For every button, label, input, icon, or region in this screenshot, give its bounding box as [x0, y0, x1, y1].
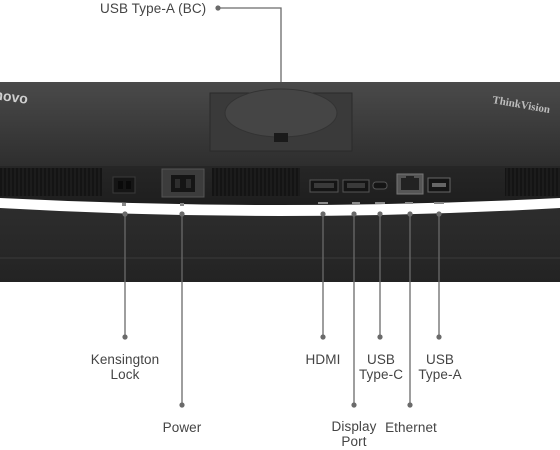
callout-line-usb-type-a-bc	[218, 7, 282, 82]
brand-left-text: novo	[0, 86, 29, 107]
callout-dot-hdmi-top	[320, 211, 326, 217]
callout-dot-hdmi-bottom	[320, 334, 326, 340]
label-kensington-lock: Kensington Lock	[90, 352, 160, 382]
label-usb-type-a-bc: USB Type-A (BC)	[100, 1, 207, 16]
label-ethernet: Ethernet	[385, 420, 437, 435]
callout-dots	[122, 5, 442, 408]
ports	[112, 168, 451, 206]
port-marking-icons	[122, 202, 444, 206]
callout-dot-usb-type-a-bottom	[436, 334, 442, 340]
callout-dot-ethernet-top	[407, 211, 413, 217]
callout-dot-usb-type-a-bc	[215, 5, 221, 11]
label-display-port: Display Port	[331, 419, 377, 449]
callout-dot-displayport-bottom	[351, 402, 357, 408]
label-hdmi: HDMI	[305, 352, 341, 367]
hdmi-port	[309, 179, 339, 193]
callout-dot-usb-type-c-bottom	[377, 334, 383, 340]
vent-right	[505, 168, 560, 196]
ethernet-port	[396, 173, 424, 195]
callout-dot-ethernet-bottom	[407, 402, 413, 408]
usb-type-c-port	[372, 181, 388, 190]
callout-dot-kensington-bottom	[122, 334, 128, 340]
usb-type-a-port	[427, 177, 451, 193]
vent-left	[0, 168, 102, 196]
label-power: Power	[162, 420, 202, 435]
callout-dot-displayport-top	[351, 211, 357, 217]
callout-dot-power-bottom	[179, 402, 185, 408]
monitor-bottom-bar	[0, 208, 560, 282]
callout-dot-kensington-top	[122, 211, 128, 217]
kensington-lock-port	[112, 176, 136, 194]
stand-mount-circle	[224, 88, 338, 138]
vent-middle	[212, 168, 300, 196]
callout-dot-power-top	[179, 211, 185, 217]
callout-dot-usb-type-a-top	[436, 211, 442, 217]
callout-lines	[124, 7, 440, 405]
monitor-body: novo ThinkVision	[0, 82, 560, 282]
label-usb-type-c: USB Type-C	[358, 352, 404, 382]
callout-dot-usb-type-c-top	[377, 211, 383, 217]
power-port	[161, 168, 205, 198]
displayport-port	[342, 179, 370, 193]
label-usb-type-a: USB Type-A	[418, 352, 462, 382]
